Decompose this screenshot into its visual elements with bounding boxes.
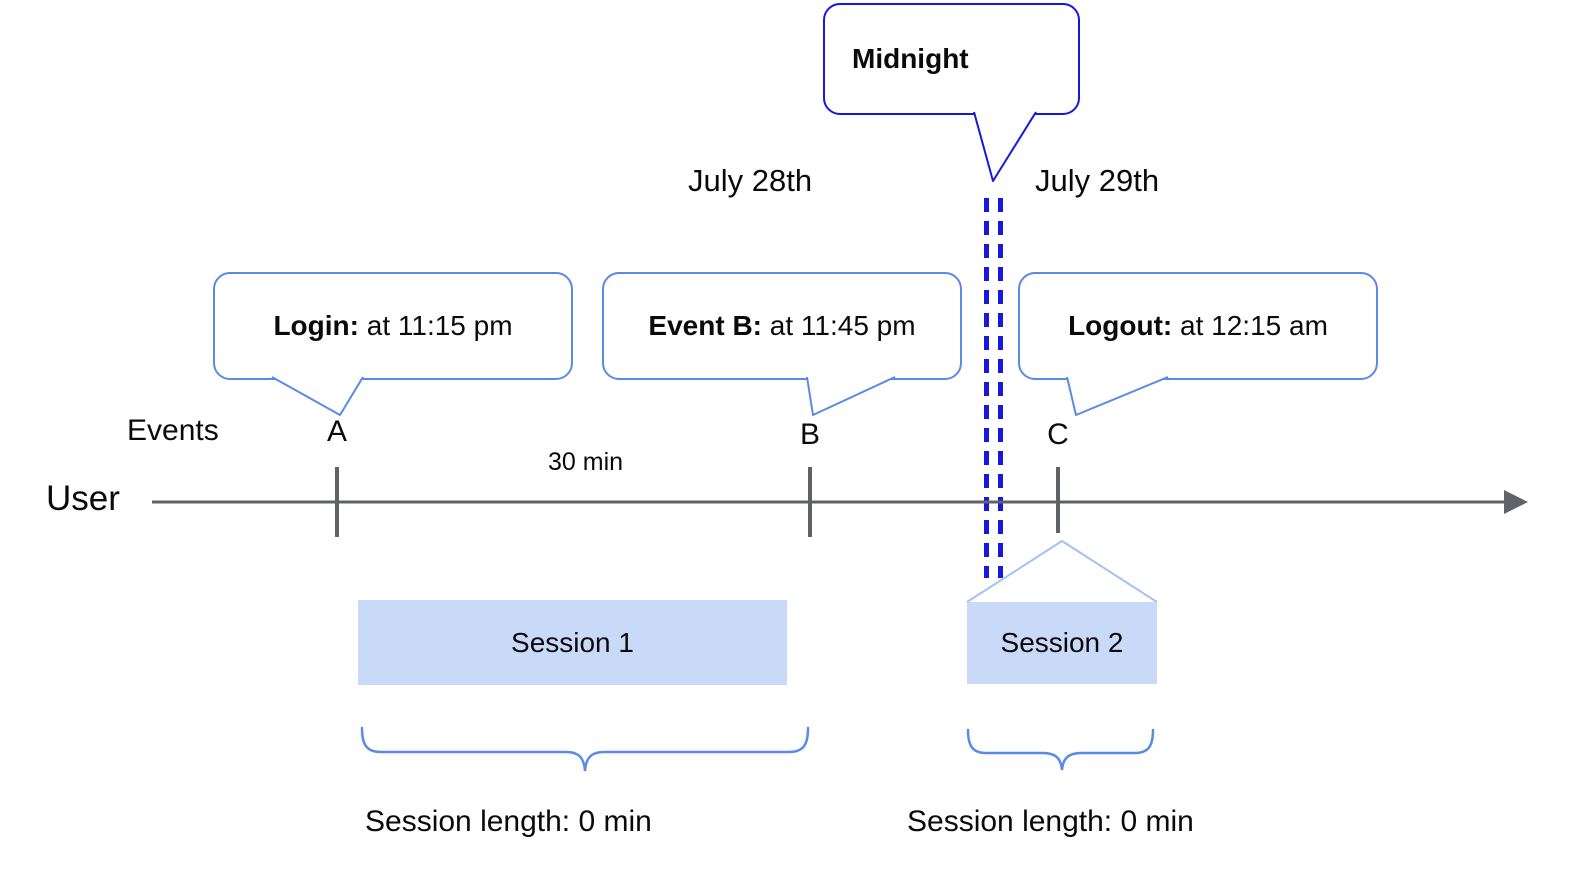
login-callout-time: at 11:15 pm [358, 310, 513, 341]
midnight-callout-tail [973, 111, 1037, 182]
logout-callout-text: Logout: at 12:15 am [1068, 310, 1328, 342]
date-label-july-29: July 29th [1035, 163, 1160, 198]
login-callout-action: Login: [273, 310, 359, 341]
session-2-label: Session 2 [1000, 627, 1124, 658]
login-callout: Login: at 11:15 pm [213, 272, 573, 380]
event-b-callout: Event B: at 11:45 pm [602, 272, 962, 380]
event-b-callout-tail [806, 376, 896, 416]
session-1-label: Session 1 [511, 626, 634, 658]
logout-callout-action: Logout: [1068, 310, 1173, 341]
user-axis-label: User [46, 479, 120, 518]
logout-callout-time: at 12:15 am [1172, 310, 1328, 341]
session-2-box: Session 2 [967, 602, 1157, 684]
event-b-callout-action: Event B: [648, 310, 762, 341]
event-b-letter: B [799, 418, 821, 451]
login-callout-tail [271, 376, 364, 416]
date-label-july-28: July 28th [688, 163, 813, 198]
session-2-brace [966, 728, 1155, 771]
login-callout-text: Login: at 11:15 pm [273, 310, 512, 342]
session-2-length-label: Session length: 0 min [907, 805, 1194, 838]
session-2-triangle-connector [966, 539, 1158, 603]
midnight-callout-label: Midnight [852, 43, 969, 74]
session-1-box: Session 1 [358, 600, 787, 685]
session-1-brace [360, 726, 810, 772]
timeline-arrowhead-icon [1504, 490, 1528, 514]
logout-callout: Logout: at 12:15 am [1018, 272, 1378, 380]
event-c-letter: C [1047, 418, 1069, 451]
events-axis-label: Events [127, 414, 219, 447]
event-a-letter: A [326, 415, 348, 448]
event-b-callout-time: at 11:45 pm [762, 310, 916, 341]
event-b-callout-text: Event B: at 11:45 pm [648, 310, 915, 342]
session-1-length-label: Session length: 0 min [365, 805, 652, 838]
logout-callout-tail [1066, 376, 1169, 416]
midnight-callout: Midnight [823, 3, 1080, 115]
interval-label-30-min: 30 min [548, 448, 624, 476]
